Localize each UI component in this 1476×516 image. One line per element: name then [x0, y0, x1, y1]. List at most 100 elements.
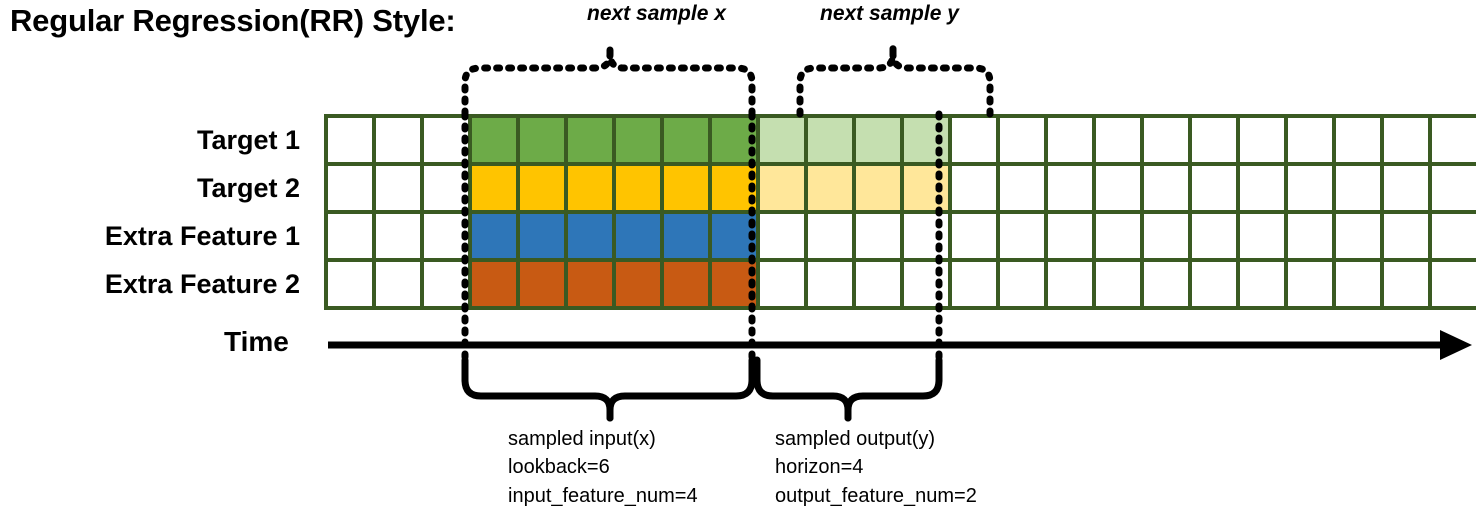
grid-cell — [904, 166, 948, 210]
label-next-sample-y: next sample y — [820, 2, 959, 25]
grid-cell — [664, 166, 708, 210]
grid-cell — [1192, 214, 1236, 258]
grid-cell — [712, 262, 756, 306]
grid-cell — [1096, 166, 1140, 210]
grid-cell — [808, 166, 852, 210]
grid-cell — [1144, 166, 1188, 210]
grid-cell — [1288, 166, 1332, 210]
grid-cell — [808, 118, 852, 162]
grid-cell — [1288, 118, 1332, 162]
grid-cell — [472, 118, 516, 162]
page-title: Regular Regression(RR) Style: — [10, 3, 456, 38]
grid-cell — [1240, 118, 1284, 162]
grid-cell — [568, 214, 612, 258]
grid-cell — [856, 214, 900, 258]
grid-cell — [1144, 214, 1188, 258]
grid-cell — [1384, 166, 1428, 210]
grid-cell — [376, 214, 420, 258]
sampled-input-line-3: input_feature_num=4 — [508, 484, 698, 507]
grid-cell — [952, 118, 996, 162]
grid-cell — [904, 118, 948, 162]
grid-row — [328, 166, 1476, 210]
sampled-input-line-2: lookback=6 — [508, 456, 610, 479]
grid-cell — [856, 166, 900, 210]
grid-cell — [568, 118, 612, 162]
grid-cell — [1000, 214, 1044, 258]
grid-cell — [520, 262, 564, 306]
grid-cell — [952, 214, 996, 258]
grid-row — [328, 214, 1476, 258]
grid-cell — [1336, 118, 1380, 162]
grid-cell — [1432, 262, 1476, 306]
row-label-extra-feature-2: Extra Feature 2 — [104, 269, 300, 299]
label-next-sample-x: next sample x — [587, 2, 726, 25]
grid-cell — [1240, 214, 1284, 258]
grid-cell — [1336, 214, 1380, 258]
grid-cell — [1432, 166, 1476, 210]
grid-cell — [1192, 166, 1236, 210]
grid-cell — [424, 214, 468, 258]
grid-cell — [904, 214, 948, 258]
row-label-target-2: Target 2 — [196, 173, 300, 203]
grid-cell — [328, 262, 372, 306]
grid-cell — [1000, 118, 1044, 162]
grid-cell — [856, 118, 900, 162]
sampled-output-line-2: horizon=4 — [775, 456, 864, 479]
grid-cell — [1432, 214, 1476, 258]
time-arrow-head — [1440, 330, 1472, 360]
brace-sampled-output — [753, 356, 943, 422]
grid-cell — [424, 262, 468, 306]
grid-cell — [1048, 166, 1092, 210]
grid-cell — [1144, 118, 1188, 162]
grid-cell — [1432, 118, 1476, 162]
grid-cell — [616, 166, 660, 210]
grid-cell — [424, 118, 468, 162]
grid-cell — [1048, 214, 1092, 258]
grid-cell — [712, 214, 756, 258]
grid-cell — [1336, 166, 1380, 210]
row-label-extra-feature-1: Extra Feature 1 — [104, 221, 300, 251]
grid-cell — [664, 262, 708, 306]
grid-cell — [376, 166, 420, 210]
time-axis-label: Time — [224, 326, 289, 357]
grid-cell — [520, 166, 564, 210]
grid-cell — [1192, 118, 1236, 162]
brace-next-sample-y — [796, 42, 994, 118]
grid-cell — [568, 166, 612, 210]
sampled-input-line-1: sampled input(x) — [508, 428, 656, 450]
grid-cell — [712, 118, 756, 162]
grid-cell — [1048, 262, 1092, 306]
grid-cell — [616, 262, 660, 306]
grid-cell — [1000, 262, 1044, 306]
grid-cell — [328, 118, 372, 162]
grid-cell — [616, 214, 660, 258]
grid-cell — [472, 214, 516, 258]
grid-cell — [1384, 262, 1428, 306]
grid-cell — [1192, 262, 1236, 306]
grid-cell — [472, 166, 516, 210]
grid-cell — [1240, 166, 1284, 210]
grid-cell — [1000, 166, 1044, 210]
grid-cell — [712, 166, 756, 210]
grid-cell — [760, 214, 804, 258]
grid-cell — [1384, 118, 1428, 162]
grid-cell — [376, 118, 420, 162]
grid-cell — [952, 262, 996, 306]
grid-cell — [760, 166, 804, 210]
grid-cell — [472, 262, 516, 306]
grid-cell — [1336, 262, 1380, 306]
sampled-output-line-1: sampled output(y) — [775, 428, 936, 450]
grid-row — [328, 262, 1476, 306]
grid-cell — [1288, 214, 1332, 258]
grid-cell — [376, 262, 420, 306]
grid-cell — [1288, 262, 1332, 306]
grid-cell — [1096, 262, 1140, 306]
brace-next-sample-x — [461, 42, 756, 118]
grid-cell — [952, 166, 996, 210]
grid-cell — [760, 118, 804, 162]
grid-cell — [904, 262, 948, 306]
grid-cell — [1240, 262, 1284, 306]
grid-cell — [664, 118, 708, 162]
brace-sampled-input — [461, 356, 756, 422]
